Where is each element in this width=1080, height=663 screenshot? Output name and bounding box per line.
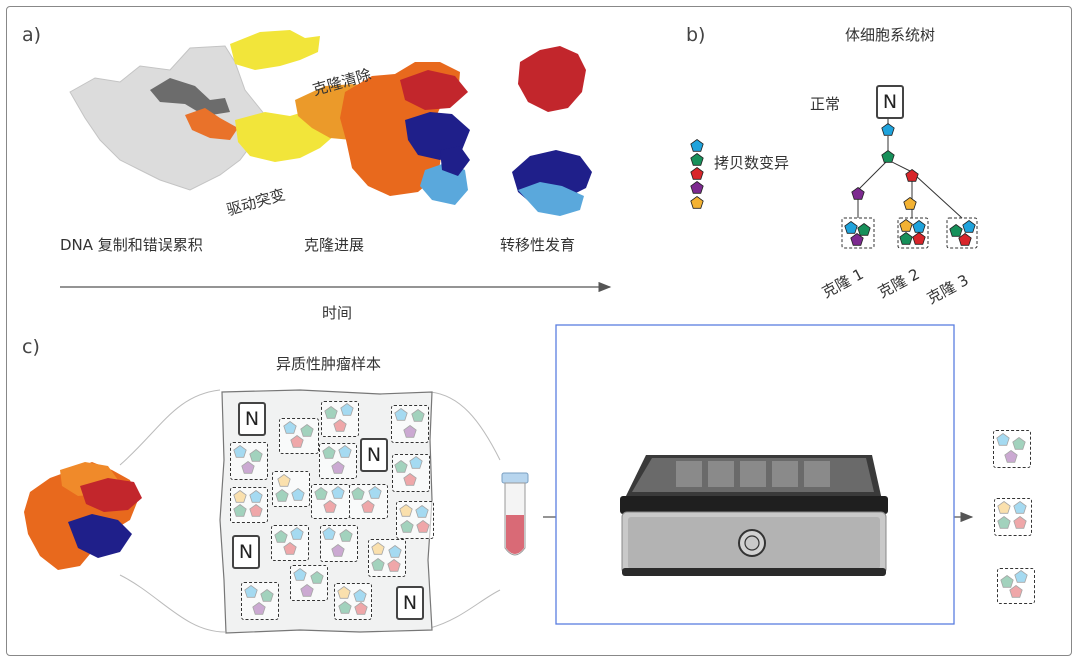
clone-box (392, 454, 430, 492)
clone-box (319, 443, 357, 479)
tumor-evolution-graphic (69, 30, 592, 216)
clone-box (241, 582, 279, 620)
cnv-legend-markers (690, 139, 704, 209)
clone-box (320, 525, 358, 562)
clone-box (279, 418, 319, 454)
stage-metastasis-label: 转移性发育 (500, 236, 576, 254)
clone-box (311, 484, 350, 519)
result-clone-box (994, 498, 1032, 536)
cnv-legend-label: 拷贝数变异 (714, 154, 790, 172)
panel-label-b: b) (686, 24, 706, 46)
tree-nodes (851, 123, 919, 210)
normal-tile: N (232, 535, 260, 569)
clone-box (334, 583, 372, 620)
clone-box (396, 501, 434, 539)
normal-node: N (876, 85, 904, 119)
result-clone-box (997, 568, 1035, 604)
figure-frame (6, 6, 1072, 656)
time-axis-label: 时间 (322, 304, 353, 322)
clone-box (272, 471, 310, 507)
clone-box (349, 484, 388, 519)
clone-box (271, 525, 309, 561)
normal-tile: N (360, 438, 388, 472)
stage-progression-label: 克隆进展 (304, 236, 365, 254)
phylogeny-title: 体细胞系统树 (845, 26, 936, 44)
sample-tube-icon (501, 472, 529, 556)
clone-box (321, 401, 359, 437)
sequencer-device-icon (620, 455, 888, 576)
clone-box (391, 405, 429, 443)
sample-title: 异质性肿瘤样本 (276, 355, 382, 373)
normal-tile: N (238, 402, 266, 436)
normal-label: 正常 (810, 95, 841, 113)
clone-box (230, 442, 268, 480)
clone-box (230, 487, 268, 523)
clone-box (368, 539, 406, 577)
tree-clone-boxes (841, 217, 978, 249)
stage-dna-label: DNA 复制和错误累积 (60, 236, 203, 254)
cleared-clone-blob (230, 30, 320, 70)
metastasis-red-blob (518, 46, 586, 112)
result-clone-box (993, 430, 1031, 468)
panel-label-c: c) (22, 336, 40, 358)
normal-tissue-blob (69, 45, 266, 191)
panel-label-a: a) (22, 24, 42, 46)
tumor-biopsy-graphic (24, 462, 142, 570)
normal-tile: N (396, 586, 424, 620)
clone-box (290, 565, 328, 601)
